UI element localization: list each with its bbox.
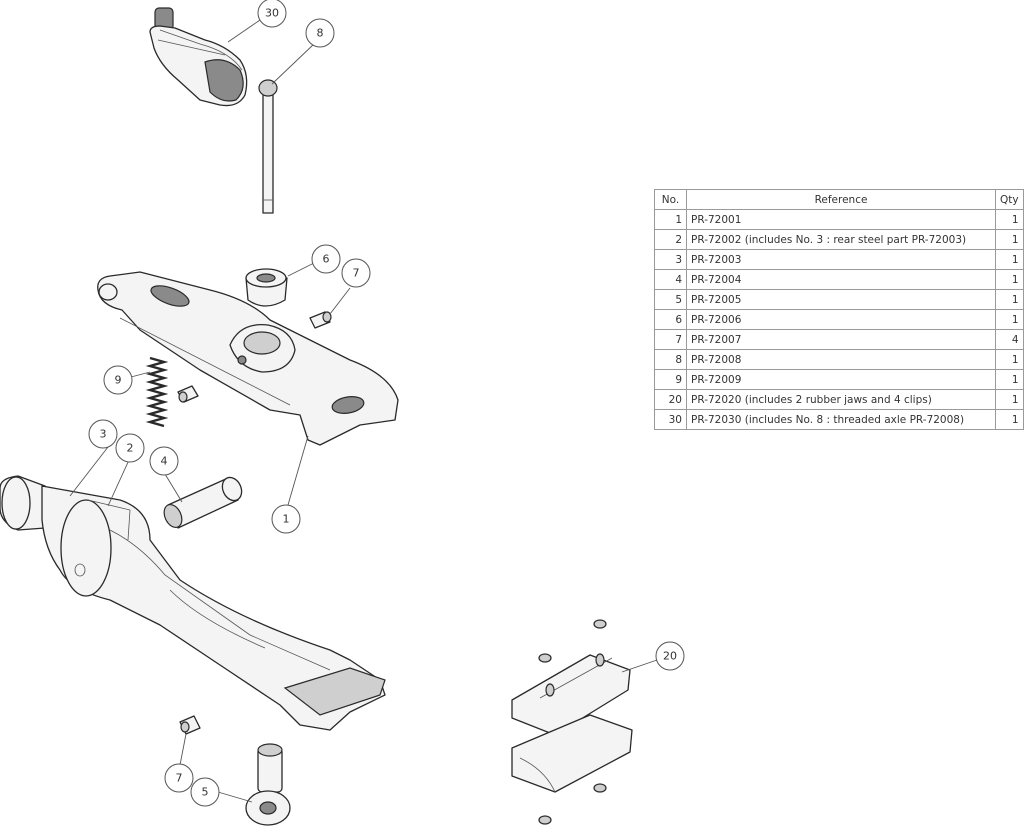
bom-cell-reference: PR-72006 (686, 309, 996, 330)
bom-cell-qty: 1 (995, 269, 1024, 290)
table-row: 7 PR-72007 4 (654, 329, 1024, 350)
bom-cell-no: 5 (654, 289, 687, 310)
part-2-lower-body (41, 485, 386, 731)
callout-7-upper-label: 7 (353, 267, 360, 280)
part-5-eye-bolt (245, 743, 291, 826)
table-row: 5 PR-72005 1 (654, 289, 1024, 310)
bom-cell-no: 2 (654, 229, 687, 250)
part-20-rubber-jaws (511, 619, 633, 825)
callout-1: 1 (271, 504, 301, 534)
bom-cell-reference: PR-72005 (686, 289, 996, 310)
callout-7-lower: 7 (164, 763, 194, 793)
table-row: 30 PR-72030 (includes No. 8 : threaded a… (654, 409, 1024, 430)
bom-cell-no: 7 (654, 329, 687, 350)
table-row: 6 PR-72006 1 (654, 309, 1024, 330)
bom-cell-reference: PR-72020 (includes 2 rubber jaws and 4 c… (686, 389, 996, 410)
part-7-clip-middle (177, 385, 199, 403)
bom-cell-qty: 1 (995, 389, 1024, 410)
bom-cell-no: 4 (654, 269, 687, 290)
callout-8-label: 8 (317, 27, 324, 40)
bom-cell-reference: PR-72002 (includes No. 3 : rear steel pa… (686, 229, 996, 250)
table-row: 8 PR-72008 1 (654, 349, 1024, 370)
bom-cell-qty: 1 (995, 409, 1024, 430)
leader-lines (69, 19, 658, 803)
bom-header-no: No. (654, 189, 687, 210)
bom-cell-qty: 1 (995, 369, 1024, 390)
callout-3-label: 3 (100, 428, 107, 441)
table-row: 9 PR-72009 1 (654, 369, 1024, 390)
bom-cell-qty: 1 (995, 349, 1024, 370)
bom-cell-reference: PR-72009 (686, 369, 996, 390)
bom-cell-reference: PR-72007 (686, 329, 996, 350)
bom-cell-qty: 1 (995, 289, 1024, 310)
bom-cell-no: 8 (654, 349, 687, 370)
bom-header-row: No. Reference Qty (654, 189, 1024, 210)
bom-cell-reference: PR-72001 (686, 209, 996, 230)
callout-6-label: 6 (323, 253, 330, 266)
part-6-bushing (245, 268, 288, 307)
callout-2: 2 (115, 433, 145, 463)
bom-cell-qty: 1 (995, 249, 1024, 270)
bom-cell-no: 30 (654, 409, 687, 430)
table-row: 4 PR-72004 1 (654, 269, 1024, 290)
bom-cell-qty: 1 (995, 309, 1024, 330)
callout-20-label: 20 (663, 650, 677, 663)
callout-8: 8 (305, 18, 335, 48)
callout-30: 30 (257, 0, 287, 28)
bom-cell-no: 20 (654, 389, 687, 410)
bill-of-materials-table: No. Reference Qty 1 PR-72001 1 2 PR-7200… (654, 189, 1024, 430)
table-row: 3 PR-72003 1 (654, 249, 1024, 270)
bom-cell-reference: PR-72030 (includes No. 8 : threaded axle… (686, 409, 996, 430)
part-4-pin (163, 476, 243, 529)
bom-cell-no: 6 (654, 309, 687, 330)
callout-7-lower-label: 7 (176, 772, 183, 785)
bom-cell-reference: PR-72003 (686, 249, 996, 270)
bom-header-reference: Reference (686, 189, 996, 210)
bom-cell-qty: 4 (995, 329, 1024, 350)
callout-2-label: 2 (127, 442, 134, 455)
part-30-lever (149, 7, 248, 107)
callout-3: 3 (88, 419, 118, 449)
callout-9: 9 (103, 365, 133, 395)
callout-4-label: 4 (161, 455, 168, 468)
part-3-rear-steel (0, 475, 46, 531)
callout-7-upper: 7 (341, 258, 371, 288)
callout-5: 5 (190, 777, 220, 807)
part-9-spring (145, 356, 169, 428)
bom-cell-reference: PR-72008 (686, 349, 996, 370)
table-row: 2 PR-72002 (includes No. 3 : rear steel … (654, 229, 1024, 250)
callout-9-label: 9 (115, 374, 122, 387)
part-7-clip-lower (179, 715, 201, 735)
part-1-body (97, 271, 399, 446)
callout-5-label: 5 (202, 786, 209, 799)
part-8-axle (258, 79, 278, 214)
callout-1-label: 1 (283, 513, 290, 526)
bom-cell-no: 9 (654, 369, 687, 390)
bom-header-qty: Qty (995, 189, 1024, 210)
bom-cell-no: 1 (654, 209, 687, 230)
callout-30-label: 30 (265, 7, 279, 20)
part-7-clip-upper (309, 311, 332, 329)
bom-cell-qty: 1 (995, 229, 1024, 250)
bom-cell-no: 3 (654, 249, 687, 270)
table-row: 1 PR-72001 1 (654, 209, 1024, 230)
bom-cell-qty: 1 (995, 209, 1024, 230)
callout-20: 20 (655, 641, 685, 671)
callout-4: 4 (149, 446, 179, 476)
callout-6: 6 (311, 244, 341, 274)
table-row: 20 PR-72020 (includes 2 rubber jaws and … (654, 389, 1024, 410)
bom-cell-reference: PR-72004 (686, 269, 996, 290)
